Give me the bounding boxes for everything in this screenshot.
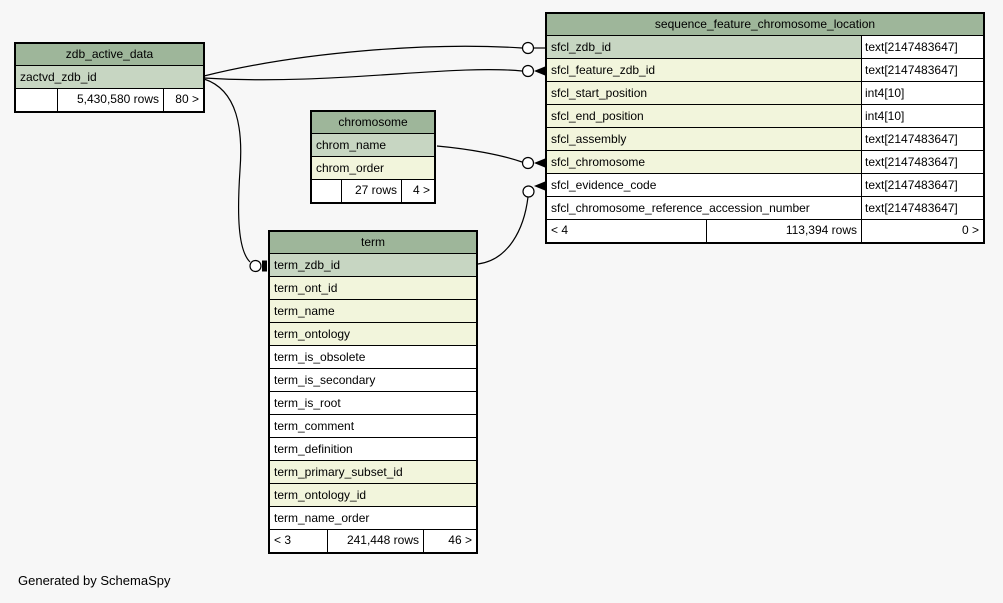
edge-tee-term-zdb-id	[262, 260, 267, 272]
column-row-term-ontology-id[interactable]: term_ontology_id	[270, 484, 476, 507]
column-row-sfcl-evidence-code[interactable]: sfcl_evidence_code text[2147483647]	[547, 174, 983, 197]
column-name: sfcl_chromosome	[547, 151, 861, 173]
edge-chrom-name-to-sfcl-chromosome	[436, 145, 523, 163]
column-name: term_ont_id	[270, 277, 476, 299]
column-type: text[2147483647]	[861, 174, 983, 196]
column-row-sfcl-chromosome-reference-accession-number[interactable]: sfcl_chromosome_reference_accession_numb…	[547, 197, 983, 220]
column-name: term_zdb_id	[270, 254, 476, 276]
edge-zactvd-to-term-zdb-id	[203, 78, 251, 263]
table-sequence-feature-chromosome-location: sequence_feature_chromosome_location sfc…	[545, 12, 985, 244]
footer-row-count: 113,394 rows	[706, 220, 861, 242]
column-name: sfcl_assembly	[547, 128, 861, 150]
column-name: term_primary_subset_id	[270, 461, 476, 483]
column-name: sfcl_feature_zdb_id	[547, 59, 861, 81]
column-row-sfcl-assembly[interactable]: sfcl_assembly text[2147483647]	[547, 128, 983, 151]
column-row-sfcl-start-position[interactable]: sfcl_start_position int4[10]	[547, 82, 983, 105]
edge-arrowhead-sfcl-chromosome	[534, 158, 545, 168]
column-type: int4[10]	[861, 82, 983, 104]
column-row-term-name[interactable]: term_name	[270, 300, 476, 323]
column-name: chrom_order	[312, 157, 434, 179]
column-type: text[2147483647]	[861, 59, 983, 81]
column-row-sfcl-zdb-id[interactable]: sfcl_zdb_id text[2147483647]	[547, 36, 983, 59]
column-row-term-ont-id[interactable]: term_ont_id	[270, 277, 476, 300]
edge-arrowhead-sfcl-evidence-code	[534, 181, 545, 191]
edge-odot-sfcl-evidence-code	[522, 185, 535, 198]
column-type: text[2147483647]	[861, 151, 983, 173]
edge-zactvd-to-sfcl-zdb-id	[203, 45, 523, 77]
table-footer-zdb-active-data: 5,430,580 rows 80 >	[16, 89, 203, 111]
column-name: sfcl_zdb_id	[547, 36, 861, 58]
column-name: term_definition	[270, 438, 476, 460]
table-title-zdb-active-data[interactable]: zdb_active_data	[16, 44, 203, 66]
edge-arrowhead-sfcl-feature-zdb-id	[534, 66, 545, 76]
column-row-term-is-secondary[interactable]: term_is_secondary	[270, 369, 476, 392]
footer-row-count: 27 rows	[341, 180, 401, 202]
column-row-chrom-name[interactable]: chrom_name	[312, 134, 434, 157]
column-name: term_is_root	[270, 392, 476, 414]
column-type: int4[10]	[861, 105, 983, 127]
column-name: sfcl_start_position	[547, 82, 861, 104]
footer-children-count: < 4	[551, 223, 569, 237]
column-row-term-ontology[interactable]: term_ontology	[270, 323, 476, 346]
table-zdb-active-data: zdb_active_data zactvd_zdb_id 5,430,580 …	[14, 42, 205, 113]
column-name: sfcl_evidence_code	[547, 174, 861, 196]
edge-zactvd-to-sfcl-feature-zdb-id	[203, 69, 523, 81]
edge-term-zdb-id-to-sfcl-evidence-code	[477, 196, 529, 265]
edge-odot-term-zdb-id	[249, 259, 262, 273]
footer-children-count: < 3	[274, 533, 292, 547]
column-row-zactvd-zdb-id[interactable]: zactvd_zdb_id	[16, 66, 203, 89]
table-footer-term: < 3 241,448 rows 46 >	[270, 530, 476, 552]
footer-parents-count: 0 >	[861, 220, 983, 242]
column-type: text[2147483647]	[861, 197, 983, 219]
footer-children-count	[16, 89, 57, 111]
footer-parents-count: 80 >	[163, 89, 203, 111]
table-title-term[interactable]: term	[270, 232, 476, 254]
table-title-sequence-feature-chromosome-location[interactable]: sequence_feature_chromosome_location	[547, 14, 983, 36]
table-footer-sequence-feature-chromosome-location: < 4 113,394 rows 0 >	[547, 220, 983, 242]
column-row-chrom-order[interactable]: chrom_order	[312, 157, 434, 180]
column-name: term_name_order	[270, 507, 476, 529]
edge-odot-sfcl-chromosome	[521, 156, 535, 170]
table-term: term term_zdb_id term_ont_id term_name t…	[268, 230, 478, 554]
table-title-chromosome[interactable]: chromosome	[312, 112, 434, 134]
column-name: term_comment	[270, 415, 476, 437]
column-row-term-comment[interactable]: term_comment	[270, 415, 476, 438]
column-name: term_ontology_id	[270, 484, 476, 506]
column-name: zactvd_zdb_id	[16, 66, 203, 88]
footer-row-count: 5,430,580 rows	[57, 89, 163, 111]
column-name: term_name	[270, 300, 476, 322]
footer-row-count: 241,448 rows	[327, 530, 423, 552]
table-footer-chromosome: 27 rows 4 >	[312, 180, 434, 202]
column-name: term_ontology	[270, 323, 476, 345]
column-row-term-is-obsolete[interactable]: term_is_obsolete	[270, 346, 476, 369]
schemaspy-credit: Generated by SchemaSpy	[18, 573, 171, 588]
column-row-term-is-root[interactable]: term_is_root	[270, 392, 476, 415]
footer-parents-count: 4 >	[401, 180, 434, 202]
column-name: chrom_name	[312, 134, 434, 156]
edge-odot-sfcl-feature-zdb-id	[521, 64, 535, 78]
column-type: text[2147483647]	[861, 36, 983, 58]
column-row-term-definition[interactable]: term_definition	[270, 438, 476, 461]
column-row-sfcl-chromosome[interactable]: sfcl_chromosome text[2147483647]	[547, 151, 983, 174]
column-name: term_is_secondary	[270, 369, 476, 391]
column-row-term-zdb-id[interactable]: term_zdb_id	[270, 254, 476, 277]
column-row-sfcl-end-position[interactable]: sfcl_end_position int4[10]	[547, 105, 983, 128]
column-name: sfcl_chromosome_reference_accession_numb…	[547, 197, 861, 219]
edge-odot-sfcl-zdb-id	[521, 41, 535, 55]
column-name: term_is_obsolete	[270, 346, 476, 368]
column-row-term-name-order[interactable]: term_name_order	[270, 507, 476, 530]
column-row-term-primary-subset-id[interactable]: term_primary_subset_id	[270, 461, 476, 484]
column-type: text[2147483647]	[861, 128, 983, 150]
column-row-sfcl-feature-zdb-id[interactable]: sfcl_feature_zdb_id text[2147483647]	[547, 59, 983, 82]
footer-parents-count: 46 >	[423, 530, 476, 552]
table-chromosome: chromosome chrom_name chrom_order 27 row…	[310, 110, 436, 204]
footer-children-count	[312, 180, 341, 202]
column-name: sfcl_end_position	[547, 105, 861, 127]
